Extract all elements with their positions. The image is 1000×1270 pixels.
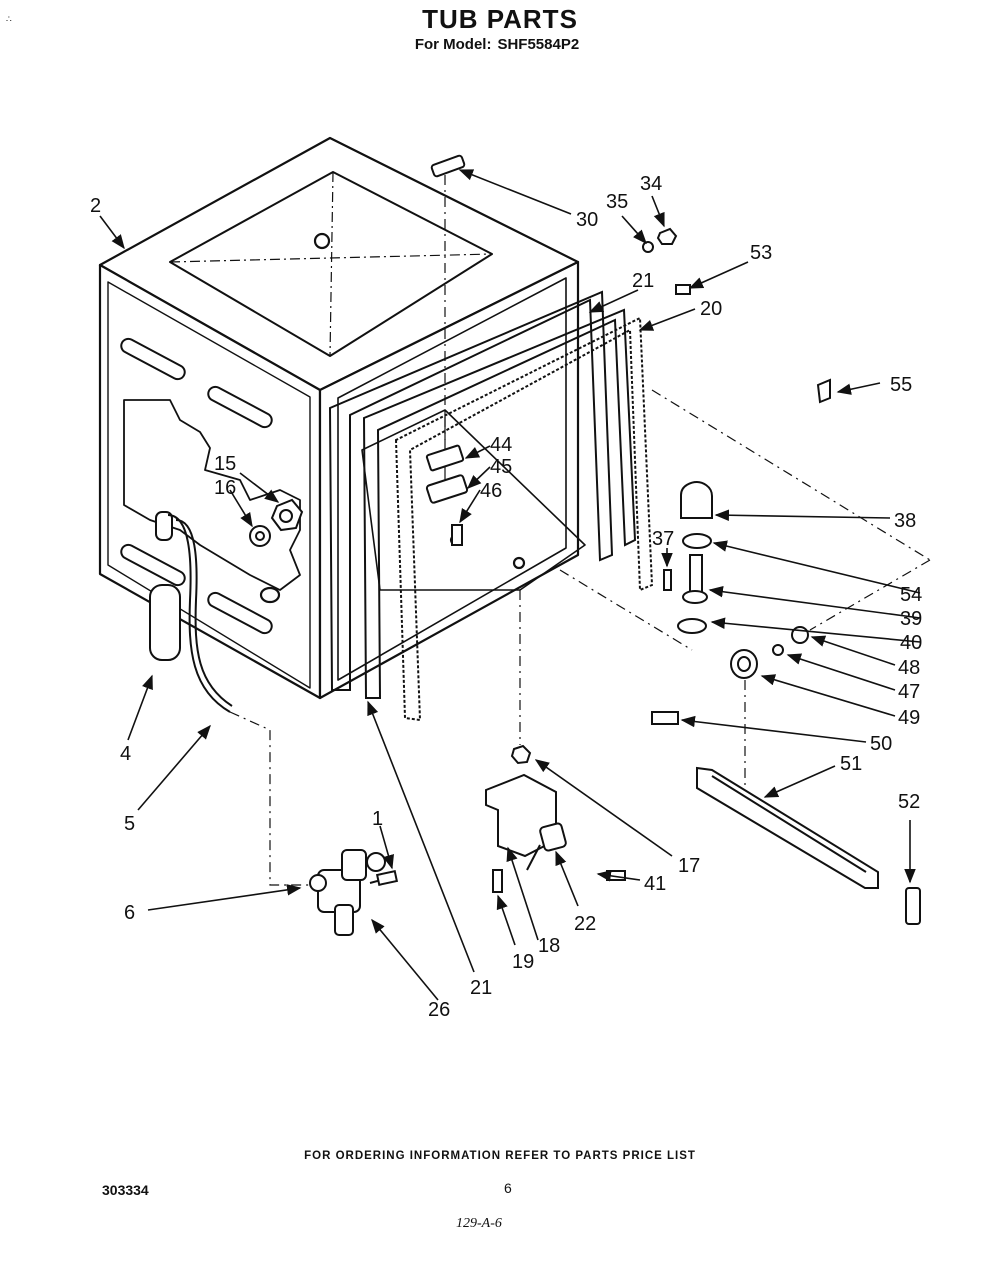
page-number: 6 (504, 1180, 512, 1196)
callout-6: 6 (124, 902, 135, 924)
callout-55: 55 (890, 374, 912, 396)
model-prefix: For Model: (414, 36, 492, 53)
callout-19: 19 (512, 951, 534, 973)
callout-21-bottom: 21 (470, 977, 492, 999)
callout-49: 49 (898, 707, 920, 729)
callout-44: 44 (490, 434, 512, 456)
callout-45: 45 (490, 456, 512, 478)
document-number: 303334 (102, 1182, 149, 1198)
callout-54: 54 (900, 584, 922, 606)
callout-16: 16 (214, 477, 236, 499)
drain-hose-and-valve (149, 498, 399, 936)
page-title: TUB PARTS (422, 4, 578, 34)
callout-17: 17 (678, 855, 700, 877)
callout-22: 22 (574, 913, 596, 935)
callout-21-top: 21 (632, 270, 654, 292)
callout-37: 37 (652, 528, 674, 550)
callout-38: 38 (894, 510, 916, 532)
callout-4: 4 (120, 743, 131, 765)
callout-35: 35 (606, 191, 628, 213)
leader-arrows (99, 169, 921, 1001)
model-line: For Model: SHF5584P2 (0, 36, 1000, 53)
callout-40: 40 (900, 632, 922, 654)
callout-53: 53 (750, 242, 772, 264)
callout-50: 50 (870, 733, 892, 755)
handwritten-note: 129-A-6 (456, 1216, 502, 1231)
callout-15: 15 (214, 453, 236, 475)
callout-5: 5 (124, 813, 135, 835)
callout-47: 47 (898, 681, 920, 703)
callout-30: 30 (576, 209, 598, 231)
scan-speck: ∴ (6, 14, 12, 24)
callout-51: 51 (840, 753, 862, 775)
callout-39: 39 (900, 608, 922, 630)
callout-46: 46 (480, 480, 502, 502)
hardware-parts (425, 154, 921, 925)
callout-52: 52 (898, 791, 920, 813)
model-number: SHF5584P2 (497, 36, 580, 53)
callout-26: 26 (428, 999, 450, 1021)
callout-2: 2 (90, 195, 101, 217)
assembly-lines (229, 175, 931, 886)
callout-20: 20 (700, 298, 722, 320)
callout-18: 18 (538, 935, 560, 957)
callout-48: 48 (898, 657, 920, 679)
callout-41: 41 (644, 873, 666, 895)
ordering-note: FOR ORDERING INFORMATION REFER TO PARTS … (304, 1150, 696, 1162)
callout-34: 34 (640, 173, 662, 195)
callout-labels: 2 30 35 34 53 21 20 55 15 16 44 45 46 38… (90, 173, 922, 1021)
callout-1: 1 (372, 808, 383, 830)
door-gaskets (328, 290, 654, 722)
